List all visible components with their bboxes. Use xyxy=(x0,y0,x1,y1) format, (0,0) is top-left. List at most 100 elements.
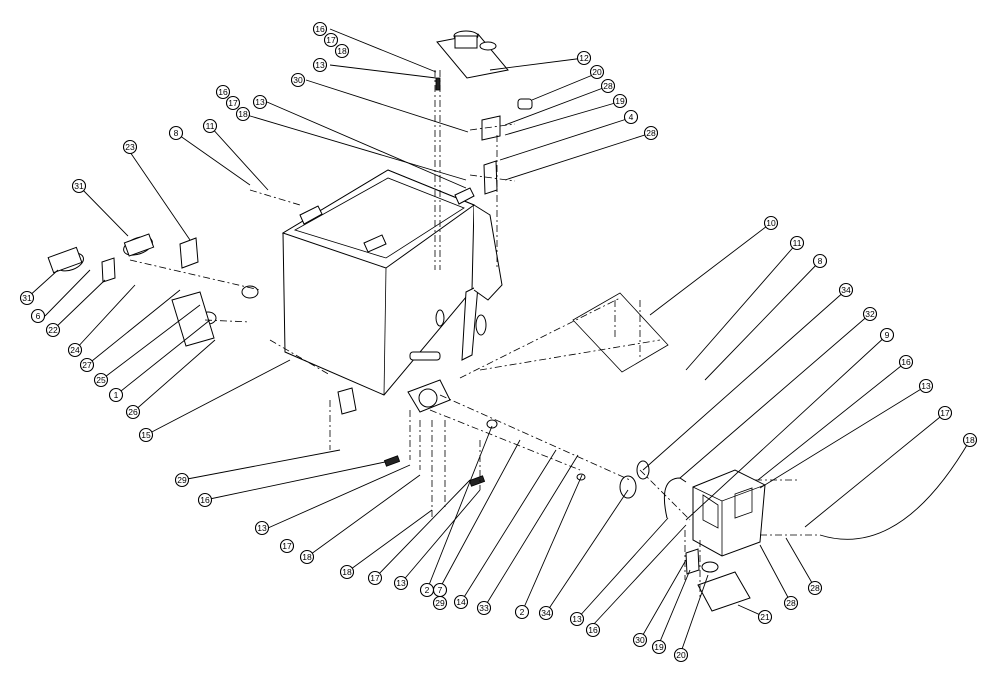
svg-text:17: 17 xyxy=(228,98,238,108)
svg-text:14: 14 xyxy=(456,597,466,607)
svg-text:33: 33 xyxy=(479,603,489,613)
plate-right xyxy=(572,292,669,373)
callout: 12 xyxy=(576,50,592,66)
bracket-hardware-left xyxy=(47,233,259,347)
callout: 18 xyxy=(299,549,315,565)
callout: 17 xyxy=(937,405,953,421)
callout: 15 xyxy=(138,427,154,443)
svg-text:8: 8 xyxy=(818,256,823,266)
callout: 18 xyxy=(235,106,251,122)
alignment-lines xyxy=(129,70,820,600)
svg-text:24: 24 xyxy=(70,345,80,355)
svg-text:26: 26 xyxy=(128,407,138,417)
callout: 25 xyxy=(93,372,109,388)
callout: 16 xyxy=(215,84,231,100)
svg-text:31: 31 xyxy=(22,293,32,303)
callout: 29 xyxy=(432,595,448,611)
callout: 13 xyxy=(312,57,328,73)
callout: 34 xyxy=(838,282,854,298)
svg-text:28: 28 xyxy=(646,128,656,138)
callout: 28 xyxy=(807,580,823,596)
svg-text:28: 28 xyxy=(810,583,820,593)
svg-text:17: 17 xyxy=(940,408,950,418)
svg-text:17: 17 xyxy=(326,35,336,45)
callout: 16 xyxy=(312,21,328,37)
svg-text:21: 21 xyxy=(760,612,770,622)
callout: 26 xyxy=(125,404,141,420)
svg-text:11: 11 xyxy=(793,238,802,248)
svg-text:2: 2 xyxy=(425,585,430,595)
callout: 23 xyxy=(122,139,138,155)
svg-text:18: 18 xyxy=(337,46,347,56)
callout: 13 xyxy=(393,575,409,591)
svg-text:31: 31 xyxy=(74,181,84,191)
top-vent-assembly xyxy=(436,30,509,79)
callout: 18 xyxy=(334,43,350,59)
svg-text:4: 4 xyxy=(629,112,634,122)
callout: 16 xyxy=(197,492,213,508)
callout: 13 xyxy=(569,611,585,627)
lower-mechanism xyxy=(337,351,650,499)
svg-text:34: 34 xyxy=(841,285,851,295)
svg-text:7: 7 xyxy=(438,585,443,595)
callout: 18 xyxy=(962,432,978,448)
callout: 10 xyxy=(763,215,779,231)
callout: 24 xyxy=(67,342,83,358)
svg-text:34: 34 xyxy=(541,608,551,618)
callout: 4 xyxy=(623,109,639,125)
callout: 28 xyxy=(643,125,659,141)
leader-lines xyxy=(26,28,971,653)
svg-text:23: 23 xyxy=(125,142,135,152)
callout: 34 xyxy=(538,605,554,621)
svg-text:25: 25 xyxy=(96,375,106,385)
svg-text:18: 18 xyxy=(342,567,352,577)
callout: 8 xyxy=(812,253,828,269)
callout: 22 xyxy=(45,322,61,338)
svg-text:17: 17 xyxy=(282,541,292,551)
svg-text:16: 16 xyxy=(315,24,325,34)
callout: 13 xyxy=(918,378,934,394)
svg-text:18: 18 xyxy=(302,552,312,562)
callout: 18 xyxy=(339,564,355,580)
callout: 16 xyxy=(898,354,914,370)
callout: 31 xyxy=(71,178,87,194)
callout: 17 xyxy=(367,570,383,586)
svg-text:15: 15 xyxy=(141,430,151,440)
callout: 28 xyxy=(783,595,799,611)
callout: 17 xyxy=(225,95,241,111)
callout: 9 xyxy=(879,327,895,343)
svg-text:20: 20 xyxy=(676,650,686,660)
svg-text:10: 10 xyxy=(766,218,776,228)
callout: 21 xyxy=(757,609,773,625)
svg-text:1: 1 xyxy=(114,390,119,400)
svg-text:20: 20 xyxy=(592,67,602,77)
hopper-box xyxy=(281,169,503,396)
svg-text:17: 17 xyxy=(370,573,380,583)
svg-text:28: 28 xyxy=(786,598,796,608)
callout: 7 xyxy=(432,582,448,598)
svg-text:30: 30 xyxy=(293,75,303,85)
svg-text:6: 6 xyxy=(36,311,41,321)
svg-text:13: 13 xyxy=(257,523,267,533)
callout: 19 xyxy=(612,93,628,109)
svg-text:8: 8 xyxy=(174,128,179,138)
svg-text:22: 22 xyxy=(48,325,58,335)
svg-text:32: 32 xyxy=(865,309,875,319)
svg-text:30: 30 xyxy=(635,635,645,645)
svg-text:19: 19 xyxy=(654,642,664,652)
callout: 17 xyxy=(279,538,295,554)
callout: 11 xyxy=(202,118,218,134)
svg-text:16: 16 xyxy=(200,495,210,505)
svg-text:18: 18 xyxy=(965,435,975,445)
callout: 29 xyxy=(174,472,190,488)
side-box-assembly xyxy=(663,469,766,612)
callout: 19 xyxy=(651,639,667,655)
svg-text:13: 13 xyxy=(572,614,582,624)
callout: 6 xyxy=(30,308,46,324)
svg-text:16: 16 xyxy=(901,357,911,367)
callout: 8 xyxy=(168,125,184,141)
svg-text:27: 27 xyxy=(82,360,92,370)
svg-text:29: 29 xyxy=(435,598,445,608)
svg-text:28: 28 xyxy=(603,81,613,91)
